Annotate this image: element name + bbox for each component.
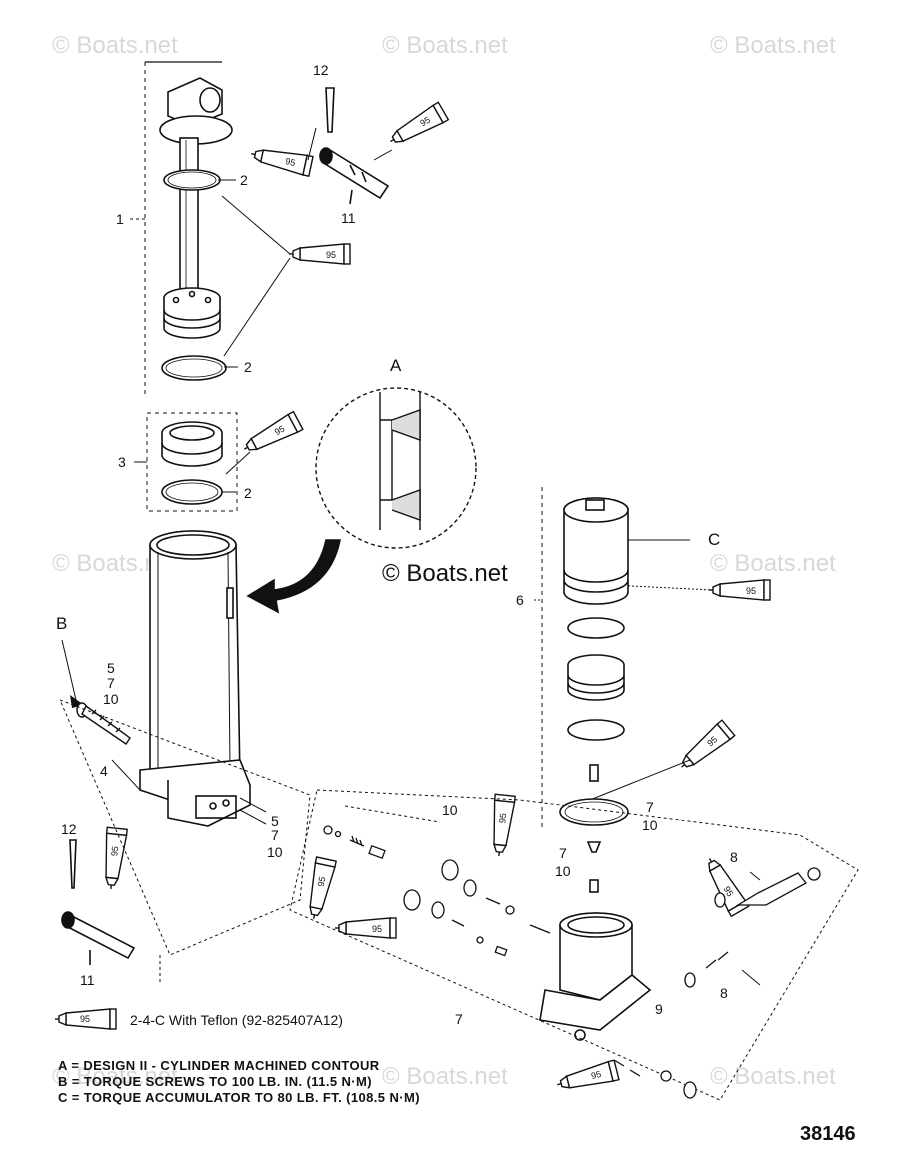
- callout-7: 7: [559, 845, 567, 861]
- callout-2: 2: [240, 172, 248, 188]
- callouts: 1 2 2 2 3 4 5 7 10 5 7 10 6 7 10 7 10 7 …: [56, 62, 738, 1027]
- watermark-8: © Boats.net: [710, 1063, 836, 1090]
- detail-letter-c: C: [708, 530, 720, 549]
- callout-7: 7: [271, 827, 279, 843]
- small-parts: [323, 825, 821, 1099]
- piston-rod: [179, 137, 199, 299]
- tube-label: 95: [273, 424, 287, 438]
- reference-number: 38146: [800, 1123, 856, 1145]
- callout-1: 1: [116, 211, 124, 227]
- tube-label: 95: [497, 813, 508, 824]
- callout-5: 5: [271, 813, 279, 829]
- callout-12: 12: [313, 62, 329, 78]
- pump-base-outline: [59, 699, 859, 1101]
- tube-label: 95: [418, 115, 432, 129]
- watermark-5: © Boats.net: [710, 550, 836, 577]
- legend-text: 2-4-C With Teflon (92-825407A12): [130, 1012, 343, 1028]
- tube-label: 95: [316, 876, 328, 888]
- callout-8: 8: [720, 985, 728, 1001]
- bolt-b: [76, 702, 131, 745]
- center-watermark: © Boats.net: [382, 560, 508, 587]
- watermark-7: © Boats.net: [382, 1063, 508, 1090]
- callout-6: 6: [516, 592, 524, 608]
- legend-tube: 95: [54, 1008, 117, 1030]
- callout-12: 12: [61, 821, 77, 837]
- trim-cylinder-assembly: [130, 61, 341, 827]
- tube-label: 95: [722, 885, 736, 899]
- tube-label: 95: [109, 846, 120, 857]
- tube-label: 95: [326, 250, 336, 260]
- callout-2: 2: [244, 485, 252, 501]
- accumulator-assembly: [534, 487, 652, 1041]
- tube-label: 95: [372, 924, 382, 934]
- watermark-1: © Boats.net: [52, 32, 178, 59]
- pivot-pin-lower: [61, 839, 136, 965]
- callout-9: 9: [655, 1001, 663, 1017]
- callout-10: 10: [555, 863, 571, 879]
- callout-11: 11: [80, 972, 95, 988]
- tube-label: 95: [705, 734, 719, 748]
- callout-7: 7: [646, 799, 654, 815]
- callout-7: 7: [455, 1011, 463, 1027]
- o-ring-middle: [161, 355, 227, 381]
- note-c: C = TORQUE ACCUMULATOR TO 80 LB. FT. (10…: [58, 1090, 420, 1105]
- callout-7: 7: [107, 675, 115, 691]
- o-ring-lower: [161, 479, 223, 505]
- cylinder-body: [149, 530, 241, 781]
- pivot-pin-upper: [319, 87, 390, 205]
- detail-arrow: [246, 539, 341, 614]
- tube-label: 95: [746, 586, 756, 596]
- callout-11: 11: [341, 210, 356, 226]
- callout-3: 3: [118, 454, 126, 470]
- watermark-2: © Boats.net: [382, 32, 508, 59]
- callout-10: 10: [642, 817, 658, 833]
- callout-5: 5: [107, 660, 115, 676]
- callout-2: 2: [244, 359, 252, 375]
- callout-4: 4: [100, 763, 108, 779]
- detail-a: [315, 387, 477, 549]
- note-a: A = DESIGN II - CYLINDER MACHINED CONTOU…: [58, 1058, 380, 1073]
- lubricant-tubes: 95 95 95 95 95 95 95 95 95 95 95 95: [100, 101, 771, 1096]
- watermark-6: © Boats.net: [52, 1063, 178, 1090]
- tube-label: 95: [284, 156, 296, 168]
- detail-letter-b: B: [56, 614, 67, 633]
- watermark-3: © Boats.net: [710, 32, 836, 59]
- note-b: B = TORQUE SCREWS TO 100 LB. IN. (11.5 N…: [58, 1074, 372, 1089]
- tube-label: 95: [590, 1069, 602, 1081]
- o-ring-upper: [163, 169, 221, 191]
- callout-10: 10: [267, 844, 283, 860]
- detail-letter-a: A: [390, 356, 402, 375]
- notes: A = DESIGN II - CYLINDER MACHINED CONTOU…: [58, 1058, 420, 1106]
- callout-8: 8: [730, 849, 738, 865]
- callout-10: 10: [103, 691, 119, 707]
- callout-10: 10: [442, 802, 458, 818]
- legend-tube-label: 95: [80, 1014, 90, 1024]
